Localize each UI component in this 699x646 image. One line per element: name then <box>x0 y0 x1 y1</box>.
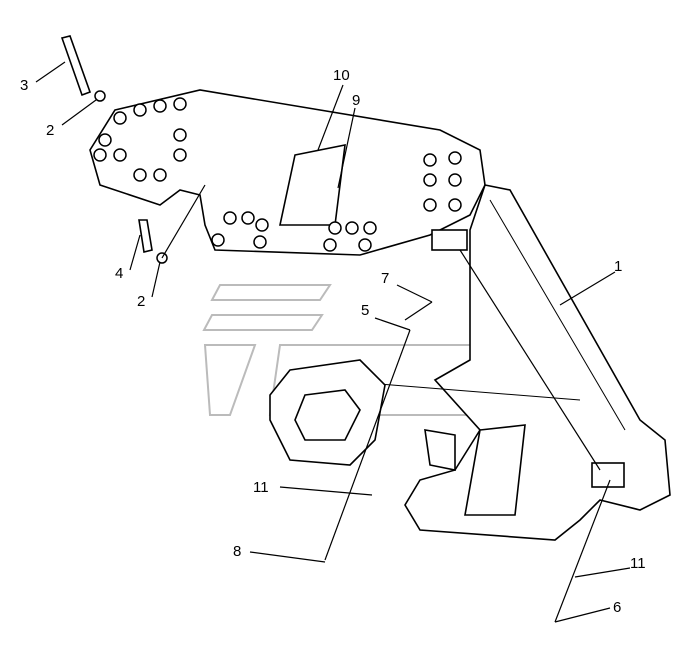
mounting-brackets <box>431 229 625 488</box>
callout-10: 10 <box>333 67 350 84</box>
bolt-hole <box>253 235 267 249</box>
bolt-hole <box>363 221 377 235</box>
bolt-hole <box>241 211 255 225</box>
bolt-hole <box>173 148 187 162</box>
callout-9: 9 <box>352 92 360 109</box>
callout-4: 4 <box>115 265 123 282</box>
bolt-hole <box>133 168 147 182</box>
callout-1: 1 <box>614 258 622 275</box>
plate-bolt-holes <box>93 97 462 252</box>
bolt-hole <box>255 218 269 232</box>
callout-3: 3 <box>20 77 28 94</box>
bolt-hole <box>113 148 127 162</box>
bolt-hole <box>448 198 462 212</box>
bolt-hole <box>211 233 225 247</box>
bolt-hole <box>223 211 237 225</box>
leader-lines <box>35 61 631 623</box>
callout-11-left: 11 <box>253 479 269 496</box>
bolt-hole <box>133 103 147 117</box>
bolt-hole <box>358 238 372 252</box>
bolt-hole <box>423 173 437 187</box>
bolt-hole <box>448 151 462 165</box>
callout-2-lower: 2 <box>137 293 145 310</box>
rotary-pedestal <box>269 359 456 471</box>
bolt-hole <box>173 128 187 142</box>
callout-11-right: 11 <box>630 555 646 572</box>
callout-8: 8 <box>233 543 241 560</box>
bolt-hole <box>448 173 462 187</box>
callout-6: 6 <box>613 599 621 616</box>
bolt-hole <box>153 168 167 182</box>
callout-7: 7 <box>381 270 389 287</box>
bolt-hole <box>153 99 167 113</box>
main-frame-beam <box>329 184 671 541</box>
bolt-hole <box>423 198 437 212</box>
bolt-hole <box>323 238 337 252</box>
callout-2-upper: 2 <box>46 122 54 139</box>
bolt-hole <box>328 221 342 235</box>
bolt-hole <box>173 97 187 111</box>
bolt-hole <box>98 133 112 147</box>
upper-mounting-plate <box>89 89 486 256</box>
bolt-hole <box>423 153 437 167</box>
callout-5: 5 <box>361 302 369 319</box>
bolt-hole <box>113 111 127 125</box>
bolt-hole <box>345 221 359 235</box>
bolt-hole <box>93 148 107 162</box>
